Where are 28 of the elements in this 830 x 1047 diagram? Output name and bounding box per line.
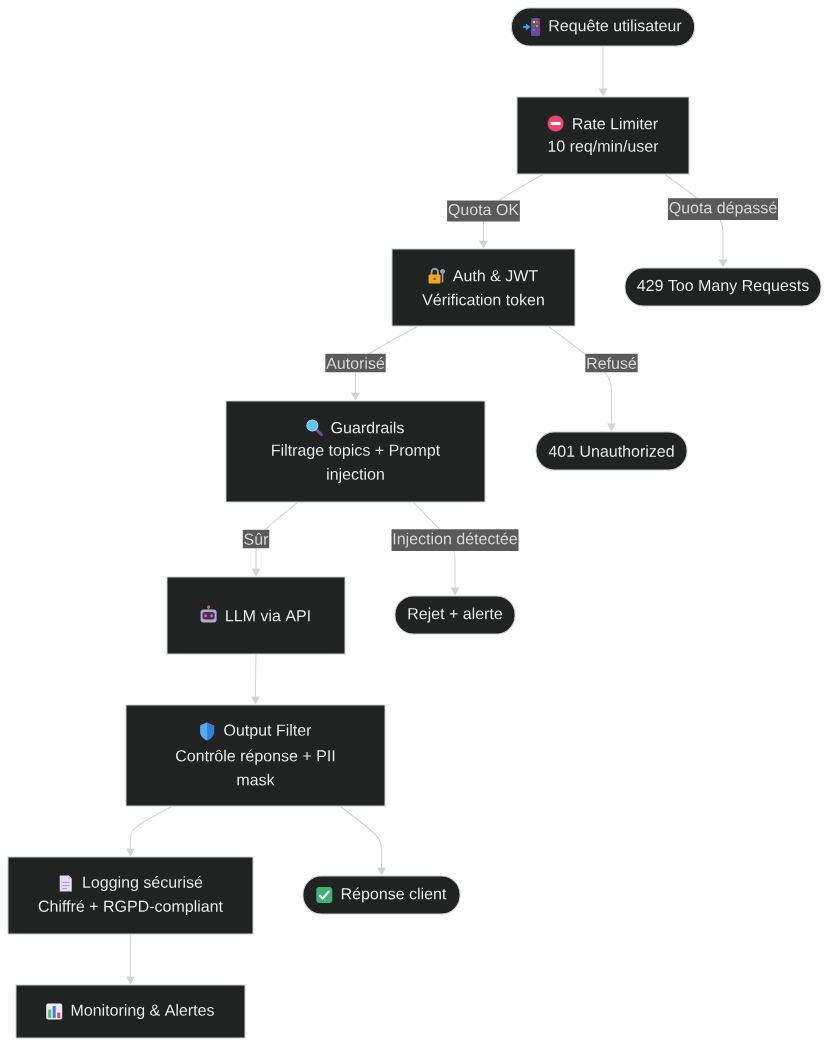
arrow bbox=[351, 326, 418, 400]
arrow bbox=[251, 502, 298, 576]
process-box: Output Filter Contrôle réponse + PII mask bbox=[125, 704, 386, 807]
rounded-box: Réponse client bbox=[302, 875, 461, 915]
arrow bbox=[251, 654, 260, 704]
rounded-box: 429 Too Many Requests bbox=[624, 267, 822, 307]
edge-label: Quota dépassé bbox=[667, 198, 779, 220]
edge-label: Quota OK bbox=[447, 200, 520, 222]
rounded-box: 401 Unauthorized bbox=[535, 431, 688, 471]
arrow bbox=[548, 326, 616, 431]
process-box: LLM via API bbox=[166, 576, 346, 655]
arrow bbox=[126, 806, 172, 856]
arrow bbox=[413, 502, 460, 595]
arrow bbox=[598, 46, 608, 96]
arrow bbox=[340, 806, 386, 875]
edge-label: Refusé bbox=[585, 353, 638, 373]
arrow bbox=[126, 934, 135, 984]
process-box: Auth & JWT Vérification token bbox=[391, 248, 576, 327]
rounded-box: Requête utilisateur bbox=[511, 7, 695, 47]
process-box: Guardrails Filtrage topics + Prompt injection bbox=[225, 400, 486, 503]
process-box: Monitoring & Alertes bbox=[15, 984, 246, 1039]
edge-label: Autorisé bbox=[325, 353, 386, 373]
process-box: Rate Limiter 10 req/min/user bbox=[516, 96, 690, 175]
arrow bbox=[479, 174, 544, 248]
rounded-box: Rejet + alerte bbox=[394, 595, 516, 635]
edge-label: Sûr bbox=[242, 529, 270, 549]
process-box: Logging sécurisé Chiffré + RGPD-compliant bbox=[7, 856, 254, 935]
edge-label: Injection détectée bbox=[391, 529, 519, 551]
